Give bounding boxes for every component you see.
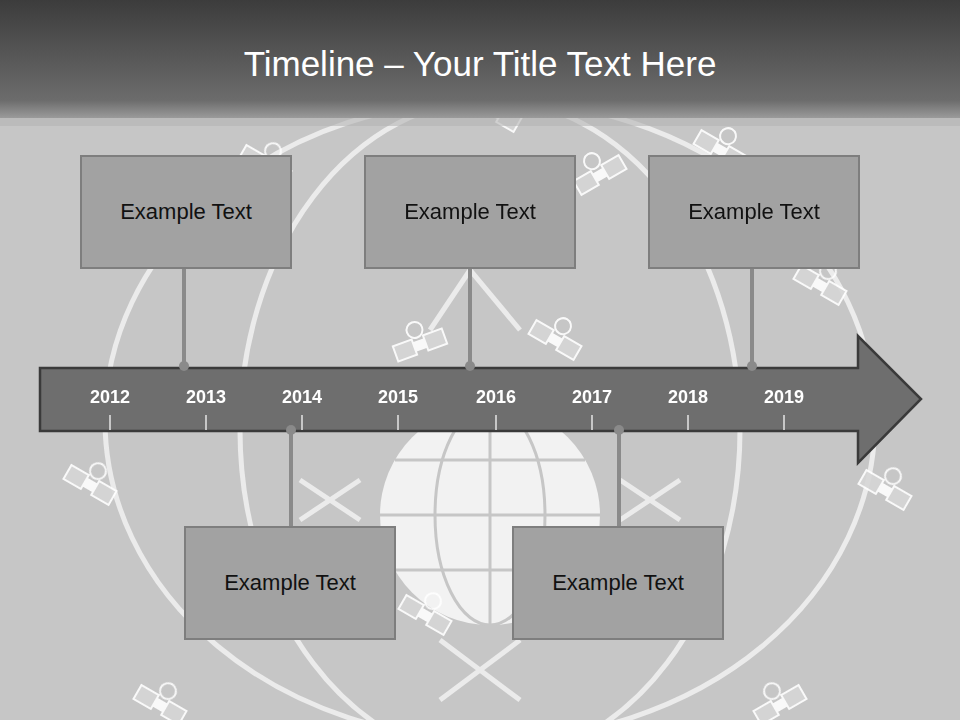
slide-title: Timeline – Your Title Text Here <box>0 44 960 84</box>
year-label: 2014 <box>282 387 322 408</box>
event-text: Example Text <box>214 570 366 596</box>
leader-lines <box>179 269 757 526</box>
year-label: 2016 <box>476 387 516 408</box>
event-box: Example Text <box>184 526 396 640</box>
event-text: Example Text <box>542 570 694 596</box>
timeline-arrow <box>40 336 921 463</box>
year-label: 2017 <box>572 387 612 408</box>
event-box: Example Text <box>364 155 576 269</box>
event-box: Example Text <box>512 526 724 640</box>
year-label: 2012 <box>90 387 130 408</box>
year-label: 2015 <box>378 387 418 408</box>
event-text: Example Text <box>110 199 262 225</box>
satellite-icons <box>63 78 919 720</box>
event-box: Example Text <box>648 155 860 269</box>
year-label: 2019 <box>764 387 804 408</box>
year-label: 2013 <box>186 387 226 408</box>
event-text: Example Text <box>394 199 546 225</box>
title-bar <box>0 0 960 118</box>
event-text: Example Text <box>678 199 830 225</box>
event-box: Example Text <box>80 155 292 269</box>
year-label: 2018 <box>668 387 708 408</box>
